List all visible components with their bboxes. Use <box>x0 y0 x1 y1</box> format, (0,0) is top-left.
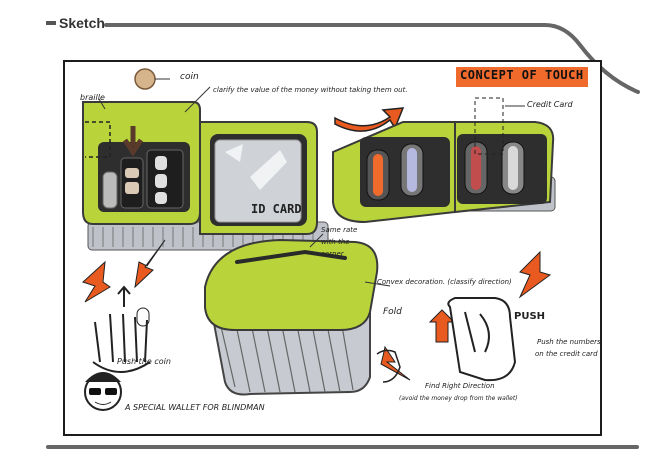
label-credit-card: Credit Card <box>527 100 573 109</box>
label-special-wallet: A SPECIAL WALLET FOR BLINDMAN <box>125 403 265 412</box>
wallet-folded-illustration <box>204 233 391 396</box>
label-push-coin: Push the coin <box>117 357 171 366</box>
header-dash <box>46 21 56 25</box>
header-rule <box>104 23 640 94</box>
wallet-credit-card-illustration <box>332 97 556 224</box>
label-find-right: Find Right Direction <box>425 382 495 390</box>
label-on-credit: on the credit card <box>535 350 598 358</box>
label-push: PUSH <box>514 311 546 322</box>
wallet-open-id-illustration <box>82 68 329 251</box>
footer-rule <box>46 445 639 449</box>
section-title: Sketch <box>59 15 105 31</box>
label-push-numbers: Push the numbers <box>537 338 601 346</box>
label-coin: coin <box>180 72 199 82</box>
sketch-sheet: CONCEPT OF TOUCH coin braille clarify th… <box>63 60 602 436</box>
label-with-the: with the <box>321 238 350 246</box>
label-avoid-money: (avoid the money drop from the wallet) <box>399 395 518 402</box>
label-id-card: ID CARD <box>251 202 302 216</box>
sketch-drawing <box>82 68 556 411</box>
label-fold: Fold <box>383 307 402 317</box>
label-corner: corner <box>321 250 344 258</box>
label-convex: Convex decoration. (classify direction) <box>377 278 512 286</box>
concept-title: CONCEPT OF TOUCH <box>460 68 584 82</box>
label-braille: braille <box>80 93 105 102</box>
label-clarify: clarify the value of the money without t… <box>213 86 408 94</box>
concept-highlight <box>456 67 588 87</box>
label-same-rate: Same rate <box>321 226 358 234</box>
